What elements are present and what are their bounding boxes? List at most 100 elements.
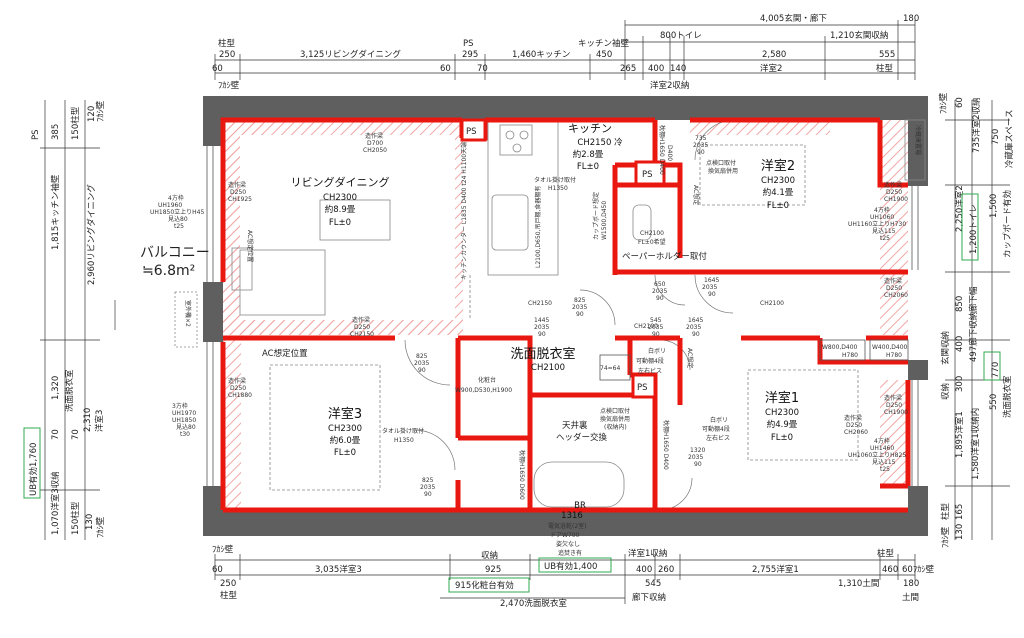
left-dimension-lines — [40, 100, 100, 540]
beam-w3-2: D250 — [230, 385, 246, 392]
kitchen-counter-note: キッチンカウンター L1835 D400 t24 H1100天端 — [460, 142, 468, 280]
right-750: 750 — [991, 129, 1001, 145]
right-w1-storage: 1,580洋室1収納内 — [970, 408, 981, 480]
bot-vanity-effective: 915化粧台有効 — [455, 580, 514, 591]
door6-t: 90 — [652, 331, 660, 338]
toilet-right-box — [961, 193, 979, 261]
door6-w: 545 — [650, 317, 662, 324]
right-column: 柱型 — [940, 502, 951, 520]
door7-w: 1645 — [704, 277, 719, 284]
win-w3-3: UH1850 — [172, 417, 196, 424]
right-130: 130 — [955, 524, 965, 540]
right-300: 300 — [955, 376, 965, 392]
shelf-w1-3: 左右ビス — [706, 434, 730, 442]
door8-t: 90 — [692, 331, 700, 338]
door8-w: 1645 — [688, 317, 703, 324]
ko1-w: 735 — [695, 135, 707, 142]
right-cupboard: カップボード有効 — [1002, 190, 1013, 258]
door1-h: 2035 — [414, 360, 429, 367]
shelf-wash-3: 左右ビス — [638, 367, 662, 375]
win-ld-4: 見込80 — [168, 215, 188, 223]
right-toilet: 1,200トイレ — [969, 204, 979, 254]
ch-hall-2: CH2100 — [760, 300, 784, 307]
ps-label-1: PS — [466, 127, 477, 137]
ps-box-3 — [631, 373, 657, 399]
door4-w: 1445 — [534, 317, 549, 324]
room-kitchen-name: キッチン — [568, 122, 612, 135]
dim-kitchen-width: 1,460キッチン — [512, 50, 570, 60]
door5-t: 90 — [656, 295, 664, 302]
kitchen-sink — [491, 194, 529, 251]
dim-60a: 60 — [212, 64, 223, 74]
beam-ld2-1: 造作梁 — [352, 316, 370, 324]
label-fukashi-top: ﾌｶｼ壁 — [218, 80, 240, 91]
dim-ld-width: 3,125リビングダイニング — [300, 49, 401, 60]
left-wash: 洗面脱衣室 — [64, 369, 75, 412]
right-fukashi-bot: ﾌｶｼ壁 — [940, 526, 951, 548]
win-ld-2: UH1960 — [158, 202, 182, 209]
room-kitchen-size: 約2.8畳 — [573, 149, 604, 160]
burner-1 — [505, 130, 515, 140]
room-w2-ch: CH2300 — [761, 176, 795, 186]
bottom-dimension-texts: ﾌｶｼ壁 収納 洋室1収納 柱型 60 3,035洋室3 925 400 260… — [212, 544, 935, 609]
mirror-note: 74=64 — [600, 365, 620, 372]
fridge-place: 冷蔵庫置場 — [914, 125, 922, 155]
vanity-effective-box — [448, 577, 530, 593]
small-notes: 造作梁 D700 CH2050 造作梁 D250 CH1925 造作梁 D250… — [150, 132, 908, 498]
towel-w3-1: タオル掛け取付 — [382, 427, 424, 435]
left-130: 130 — [85, 514, 95, 530]
shelf-w1-2: 可動棚4段 — [702, 425, 730, 433]
win-w1-5: t25 — [880, 466, 890, 473]
right-w1: 1,895洋室1 — [954, 411, 965, 458]
dim-400-top: 400 — [648, 64, 664, 74]
room-w3-fl: FL±0 — [334, 448, 356, 458]
beam-w2-2: D250 — [886, 189, 902, 196]
vanity-size: W900,D530,H1900 — [455, 387, 512, 394]
ub-bottom-label: UB有効1,400 — [544, 561, 597, 572]
bot-60: 60 — [212, 565, 223, 575]
win-w2-5: t25 — [880, 235, 890, 242]
left-150-column-bot: 150柱型 — [70, 501, 81, 535]
beam-w2b-2: D250 — [846, 422, 862, 429]
bot-60-fukashi: 60ﾌｶｼ壁 — [902, 564, 935, 575]
room-w2-fl: FL±0 — [767, 201, 789, 211]
win-w2-4: 見込115 — [872, 227, 896, 235]
towel-w3-2: H1350 — [394, 437, 414, 444]
tv-board — [231, 247, 253, 291]
notes: CH2100 FL±0希望 ペーパーホルダー取付 カップボード想定 W1500,… — [184, 125, 922, 557]
toilet — [632, 204, 652, 241]
ld-floor — [240, 135, 455, 320]
bath-note-4: 追焚き有 — [558, 549, 582, 557]
left-ps: PS — [31, 129, 41, 140]
door3-t: 90 — [576, 311, 584, 318]
room-wash-ch: CH2100 — [531, 363, 565, 373]
shelf-wash-2: 可動棚4段 — [636, 357, 664, 365]
room-kitchen-fl: FL±0 — [577, 162, 599, 172]
left-150-column: 150柱型 — [70, 106, 81, 140]
beam-ld-1: 造作梁 — [365, 132, 383, 140]
ub-bottom-box — [538, 557, 612, 573]
vanity-box — [599, 354, 631, 381]
kimono-shelf-1: 枕棚H1650 D600 — [518, 450, 526, 500]
box2-h: H780 — [886, 352, 902, 359]
door3-h: 2035 — [572, 304, 587, 311]
bath-note-2: ドアW700 — [550, 532, 580, 539]
770-right-box — [983, 351, 1001, 381]
door2-t: 90 — [424, 491, 432, 498]
right-genkan-storage: 玄関収納 — [940, 331, 951, 365]
burner-3 — [512, 143, 522, 153]
bot-260: 260 — [658, 565, 674, 575]
beam-ld-2: D700 — [367, 140, 383, 147]
balcony: バルコニー ≒6.8m² — [140, 245, 210, 279]
room-bath-name: BR — [574, 501, 586, 511]
right-hall-width: 廊下幅 — [968, 286, 979, 312]
bot-w1: 2,755洋室1 — [752, 564, 799, 575]
left-fukashi-bot: ﾌｶｼ壁 — [95, 516, 106, 538]
cupboard-note-1: カップボード想定 — [592, 192, 600, 240]
left-385: 385 — [51, 124, 61, 140]
right-165: 165 — [955, 504, 965, 520]
ac-w2: AC想定 — [692, 185, 700, 205]
right-1500: 1,500 — [989, 194, 999, 218]
beam-w1-3: CH1900 — [884, 409, 908, 416]
